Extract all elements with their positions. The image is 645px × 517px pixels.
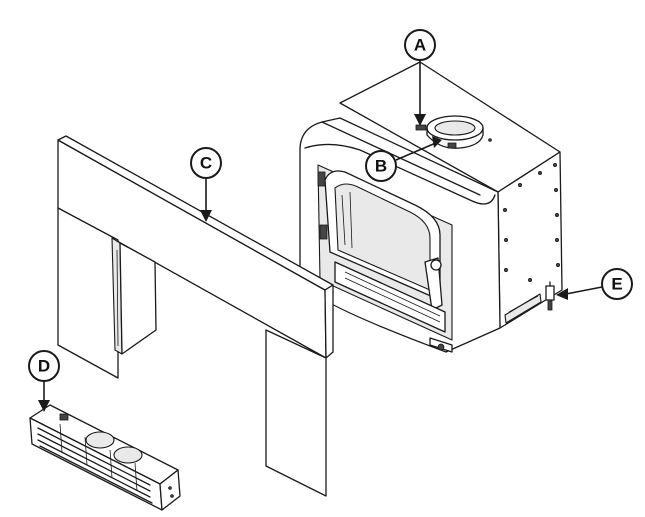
switch-assembly	[545, 281, 555, 311]
blower-louvres	[37, 423, 153, 504]
callout-label-e: E	[611, 275, 622, 294]
blower-assembly	[29, 404, 181, 511]
surround-panel	[57, 135, 334, 497]
flue-collar	[415, 115, 492, 149]
callout-a: A	[404, 29, 436, 126]
callout-d: D	[28, 350, 60, 412]
side-panel-rivets	[502, 162, 561, 282]
callout-c: C	[190, 147, 222, 222]
stove-insert	[299, 61, 563, 353]
callout-label-a: A	[414, 36, 426, 55]
callout-label-c: C	[200, 154, 212, 173]
callout-e: E	[556, 268, 633, 300]
callout-b: B	[365, 136, 442, 182]
callout-label-d: D	[38, 357, 50, 376]
callout-label-b: B	[375, 157, 387, 176]
